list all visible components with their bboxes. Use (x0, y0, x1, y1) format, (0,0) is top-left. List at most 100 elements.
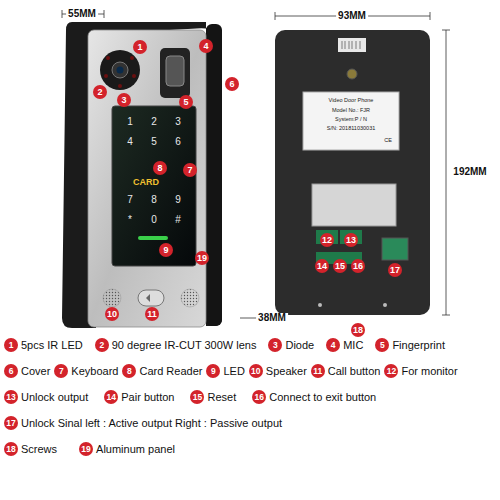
legend-row: 17Unlock Sinal left : Active output Righ… (4, 416, 496, 430)
sticker-text: Model No.: FJR (332, 108, 370, 114)
legend-text: Call button (328, 365, 381, 377)
legend-row: 15pcs IR LED 290 degree IR-CUT 300W lens 3… (4, 338, 496, 352)
legend-text: Reset (207, 391, 236, 403)
key-digit: 0 (151, 215, 157, 225)
legend-item: 9LED (206, 364, 244, 378)
legend-text: Keyboard (71, 365, 118, 377)
back-case (275, 30, 430, 315)
legend-text: 5pcs IR LED (21, 339, 83, 351)
legend-number: 4 (326, 338, 340, 352)
legend-text: LED (223, 365, 244, 377)
callout-number: 12 (320, 233, 334, 247)
keypad (112, 106, 196, 266)
legend-number: 17 (4, 416, 18, 430)
legend-item: 11Call button (311, 364, 381, 378)
callout-number: 19 (195, 251, 209, 265)
sticker-text: System:P / N (335, 117, 367, 123)
legend-item: 13Unlock output (4, 390, 88, 404)
dimension: 55MM (66, 9, 98, 19)
key-digit: 4 (127, 137, 133, 147)
legend-item: 14Pair button (104, 390, 174, 404)
legend-item: 19Aluminum panel (79, 442, 175, 456)
aluminum-panel (88, 30, 206, 327)
legend-number: 7 (54, 364, 68, 378)
legend-item: 6Cover (4, 364, 50, 378)
speaker-grill (181, 289, 199, 307)
dimension: 93MM (336, 11, 368, 21)
legend-text: Unlock Sinal left : Active output Right … (21, 417, 282, 429)
legend-item: 8Card Reader (122, 364, 202, 378)
callout-number: 13 (344, 233, 358, 247)
legend-number: 19 (79, 442, 93, 456)
key-digit: 2 (151, 117, 157, 127)
legend-number: 13 (4, 390, 18, 404)
callout-number: 17 (388, 263, 402, 277)
callout-number: 14 (315, 259, 329, 273)
callout-number: 15 (333, 259, 347, 273)
dimension: 38MM (256, 313, 288, 323)
key-digit: 7 (127, 195, 133, 205)
callout-number: 6 (225, 77, 239, 91)
fingerprint-housing (160, 48, 190, 98)
legend-number: 2 (95, 338, 109, 352)
speaker-grill (103, 289, 121, 307)
key-digit: * (128, 215, 132, 225)
key-digit: 8 (151, 195, 157, 205)
legend-item: 5Fingerprint (375, 338, 445, 352)
callout-number: 16 (351, 259, 365, 273)
callout-number: 2 (93, 85, 107, 99)
legend-number: 18 (4, 442, 18, 456)
bell-icon (146, 294, 150, 302)
legend-number: 9 (206, 364, 220, 378)
lens-glass (117, 67, 124, 74)
callout-number: 1 (133, 40, 147, 54)
legend-item: 18Screws (4, 442, 57, 456)
legend-text: Connect to exit button (269, 391, 376, 403)
legend-item: 17Unlock Sinal left : Active output Righ… (4, 416, 282, 430)
legend-item: 12For monitor (384, 364, 457, 378)
callout-number: 4 (199, 39, 213, 53)
legend-item: 15Reset (190, 390, 236, 404)
legend-number: 10 (249, 364, 263, 378)
legend-number: 1 (4, 338, 18, 352)
cover-side (206, 24, 222, 326)
fingerprint-sensor (166, 56, 184, 86)
key-digit: 6 (175, 137, 181, 147)
sticker-text: S/N: 201811030031 (327, 126, 376, 132)
legend-number: 6 (4, 364, 18, 378)
card-label: CARD (133, 178, 159, 187)
legend-row: 6Cover 7Keyboard 8Card Reader 9LED 10Speaker… (4, 364, 496, 378)
legend-text: Card Reader (139, 365, 202, 377)
ce-mark: CE (384, 138, 392, 144)
sticker-text: Video Door Phone (329, 98, 374, 104)
callout-number: 3 (117, 93, 131, 107)
legend-item: 10Speaker (249, 364, 307, 378)
legend-text: Speaker (266, 365, 307, 377)
unlock-connector (382, 238, 408, 260)
legend-item: 7Keyboard (54, 364, 118, 378)
legend-number: 11 (311, 364, 325, 378)
key-digit: 5 (151, 137, 157, 147)
callout-number: 11 (145, 307, 159, 321)
terminal-plate (312, 184, 396, 226)
callout-number: 18 (351, 323, 365, 337)
legend-item: 16Connect to exit button (252, 390, 376, 404)
legend-text: Unlock output (21, 391, 88, 403)
legend-item: 290 degree IR-CUT 300W lens (95, 338, 257, 352)
legend-number: 3 (268, 338, 282, 352)
cover (62, 22, 222, 328)
legend-number: 8 (122, 364, 136, 378)
legend-text: MIC (343, 339, 363, 351)
key-digit: 3 (175, 117, 181, 127)
barcode (342, 41, 360, 49)
callout-number: 9 (159, 243, 173, 257)
legend-row: 18Screws 19Aluminum panel (4, 442, 496, 456)
legend-item: 4MIC (326, 338, 363, 352)
screw-hole (347, 69, 357, 79)
legend-number: 12 (384, 364, 398, 378)
legend-text: Aluminum panel (96, 443, 175, 455)
legend-text: Fingerprint (392, 339, 445, 351)
callout-number: 8 (153, 161, 167, 175)
legend-number: 15 (190, 390, 204, 404)
key-digit: 9 (175, 195, 181, 205)
